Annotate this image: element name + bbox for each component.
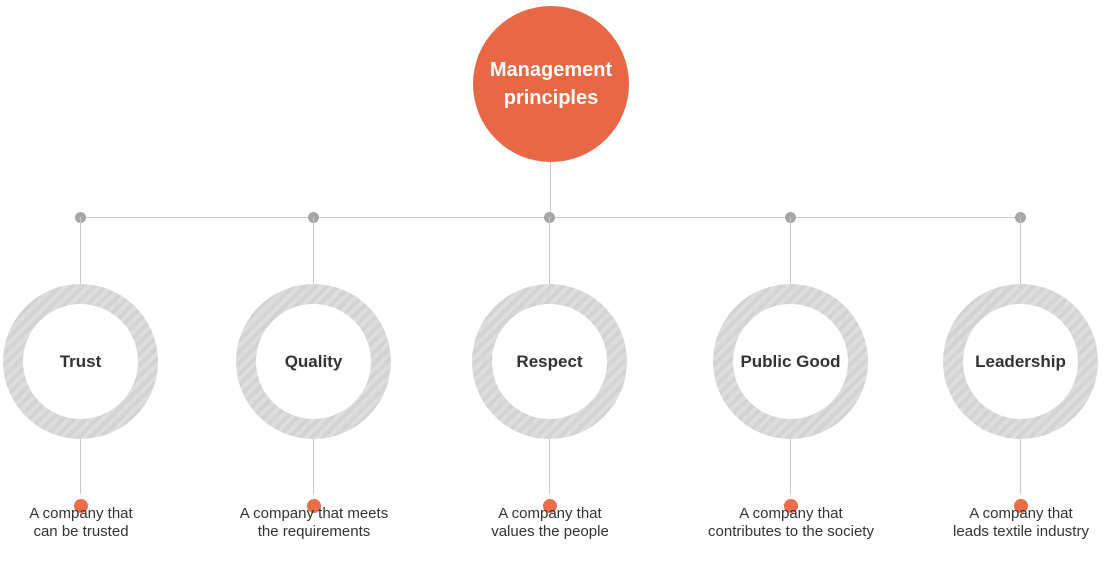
branch-connector-bottom	[549, 439, 550, 494]
branch-respect: Respect A company that values the people	[432, 212, 668, 558]
root-title-line2: principles	[503, 87, 599, 109]
branch-connector-bottom	[790, 439, 791, 494]
description-line1: A company that	[969, 505, 1073, 522]
principle-label: Public Good	[740, 351, 841, 371]
principle-label: Respect	[516, 351, 583, 371]
principle-label: Trust	[59, 351, 102, 371]
principle-description: A company that values the people	[435, 505, 665, 541]
branch-connector-top	[1020, 217, 1021, 284]
branch-connector-top	[80, 217, 81, 284]
principle-description: A company that meets the requirements	[199, 505, 429, 541]
description-line2: can be trusted	[33, 523, 129, 540]
description-line2: values the people	[491, 523, 609, 540]
principle-ring: Leadership	[943, 284, 1098, 439]
branch-connector-top	[549, 217, 550, 284]
principle-label: Leadership	[975, 351, 1066, 371]
description-line1: A company that	[739, 505, 843, 522]
root-connector-line	[550, 162, 551, 217]
principle-ring-inner: Trust	[23, 304, 138, 419]
accent-dot	[307, 499, 321, 513]
description-line1: A company that	[29, 505, 133, 522]
principle-label: Quality	[284, 351, 343, 371]
branch-quality: Quality A company that meets the require…	[196, 212, 432, 558]
principle-ring: Quality	[236, 284, 391, 439]
principle-ring-inner: Quality	[256, 304, 371, 419]
root-title-line1: Management	[489, 59, 613, 81]
description-line2: leads textile industry	[953, 523, 1089, 540]
description-line1: A company that meets	[239, 505, 389, 522]
principle-ring-inner: Respect	[492, 304, 607, 419]
description-line2: contributes to the society	[708, 523, 874, 540]
branch-connector-bottom	[80, 439, 81, 494]
principle-description: A company that can be trusted	[0, 505, 196, 541]
principle-description: A company that contributes to the societ…	[676, 505, 906, 541]
description-line1: A company that	[498, 505, 602, 522]
principle-ring-inner: Leadership	[963, 304, 1078, 419]
branch-public-good: Public Good A company that contributes t…	[673, 212, 909, 558]
accent-dot	[1014, 499, 1028, 513]
accent-dot	[543, 499, 557, 513]
principle-ring: Public Good	[713, 284, 868, 439]
description-line2: the requirements	[257, 523, 371, 540]
branch-connector-bottom	[313, 439, 314, 494]
branch-trust: Trust A company that can be trusted	[0, 212, 199, 558]
branch-connector-top	[313, 217, 314, 284]
accent-dot	[74, 499, 88, 513]
branch-connector-bottom	[1020, 439, 1021, 494]
principle-description: A company that leads textile industry	[906, 505, 1104, 541]
root-node-management-principles: Management principles	[473, 6, 629, 162]
principle-ring: Respect	[472, 284, 627, 439]
branch-leadership: Leadership A company that leads textile …	[903, 212, 1104, 558]
branch-connector-top	[790, 217, 791, 284]
principle-ring: Trust	[3, 284, 158, 439]
principle-ring-inner: Public Good	[733, 304, 848, 419]
accent-dot	[784, 499, 798, 513]
